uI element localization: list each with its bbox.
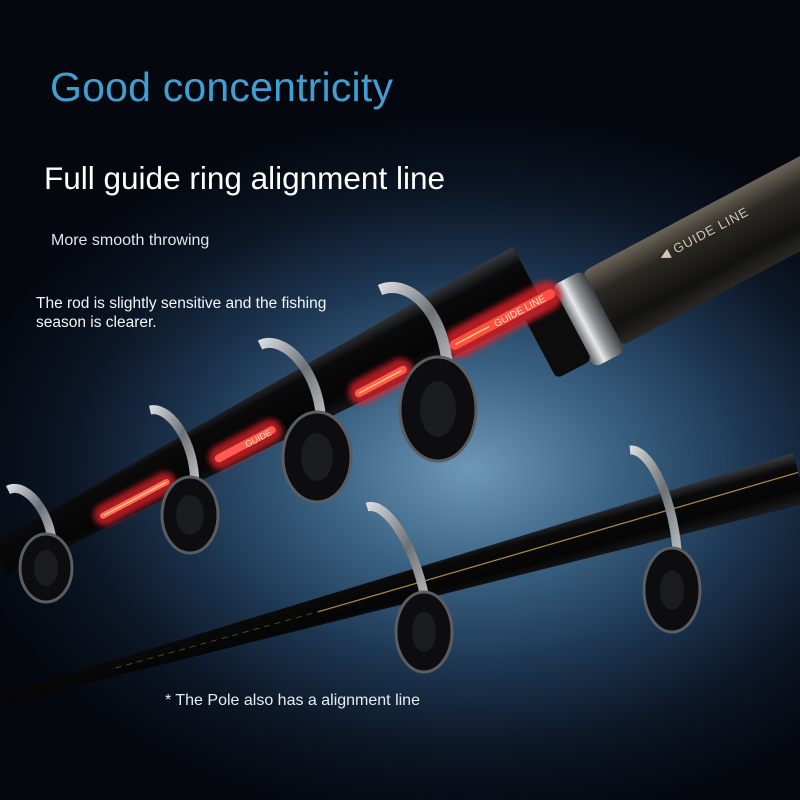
pole-rod <box>0 445 800 705</box>
sensitivity-note: The rod is slightly sensitive and the fi… <box>36 295 327 331</box>
headline: Good concentricity <box>50 64 394 110</box>
pole-footnote: * The Pole also has a alignment line <box>165 692 420 709</box>
subheadline: Full guide ring alignment line <box>44 160 445 196</box>
main-rod: ◀ GUIDE LINE GUIDE <box>0 126 800 604</box>
red-alignment-line: GUIDE GUIDE LINE <box>93 281 562 526</box>
guide-rings <box>5 282 478 604</box>
tagline: More smooth throwing <box>51 232 210 249</box>
